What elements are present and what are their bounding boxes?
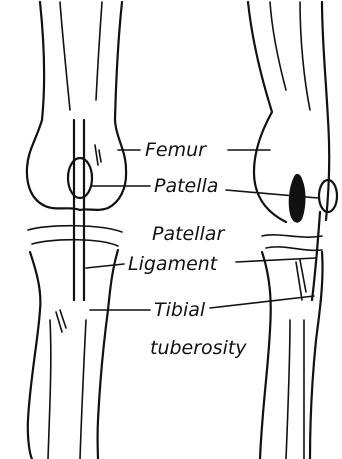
side-tibia-inner <box>286 320 290 459</box>
side-tibia-outline-right <box>310 252 323 459</box>
front-tibia-outline-right <box>98 250 118 459</box>
side-femur-inner-1 <box>270 2 286 90</box>
side-femur-outline-right <box>322 2 329 220</box>
label-femur-group: Femur <box>118 139 270 161</box>
front-femur-inner-line <box>60 2 70 110</box>
front-tibia-hatch <box>56 310 66 332</box>
front-tibia-outline-left <box>28 252 41 459</box>
label-ligament: Ligament <box>128 253 219 275</box>
front-tibia-inner-2 <box>80 320 86 459</box>
front-patella <box>68 158 92 198</box>
front-femur-outline-right <box>80 2 126 210</box>
side-femur-black-mark <box>289 174 305 222</box>
front-femur-inner-line-2 <box>96 2 102 100</box>
side-view-knee <box>248 2 337 459</box>
tuberosity-leader-right <box>210 296 314 308</box>
front-femur-hatch <box>95 145 101 165</box>
side-femur-outline-left <box>248 2 286 222</box>
front-femur-outline-left <box>27 2 80 210</box>
front-view-knee <box>27 2 126 459</box>
label-tibial-tuberosity-group: Tibial tuberosity <box>90 296 314 359</box>
ligament-leader-left <box>86 264 124 268</box>
side-joint-line <box>262 235 322 237</box>
side-tibia-outline-left <box>260 252 271 459</box>
label-tibial: Tibial <box>154 299 206 321</box>
label-femur: Femur <box>145 139 207 161</box>
label-patellar: Patellar <box>152 223 225 245</box>
side-joint-line-2 <box>266 247 322 250</box>
side-patellar-ligament <box>312 212 320 300</box>
front-tibia-inner-1 <box>48 320 51 459</box>
ligament-leader-right <box>236 258 316 262</box>
side-tibia-hatch <box>296 260 306 300</box>
label-tuberosity: tuberosity <box>150 337 247 359</box>
side-femur-inner-2 <box>300 2 310 110</box>
label-patella: Patella <box>154 175 218 197</box>
